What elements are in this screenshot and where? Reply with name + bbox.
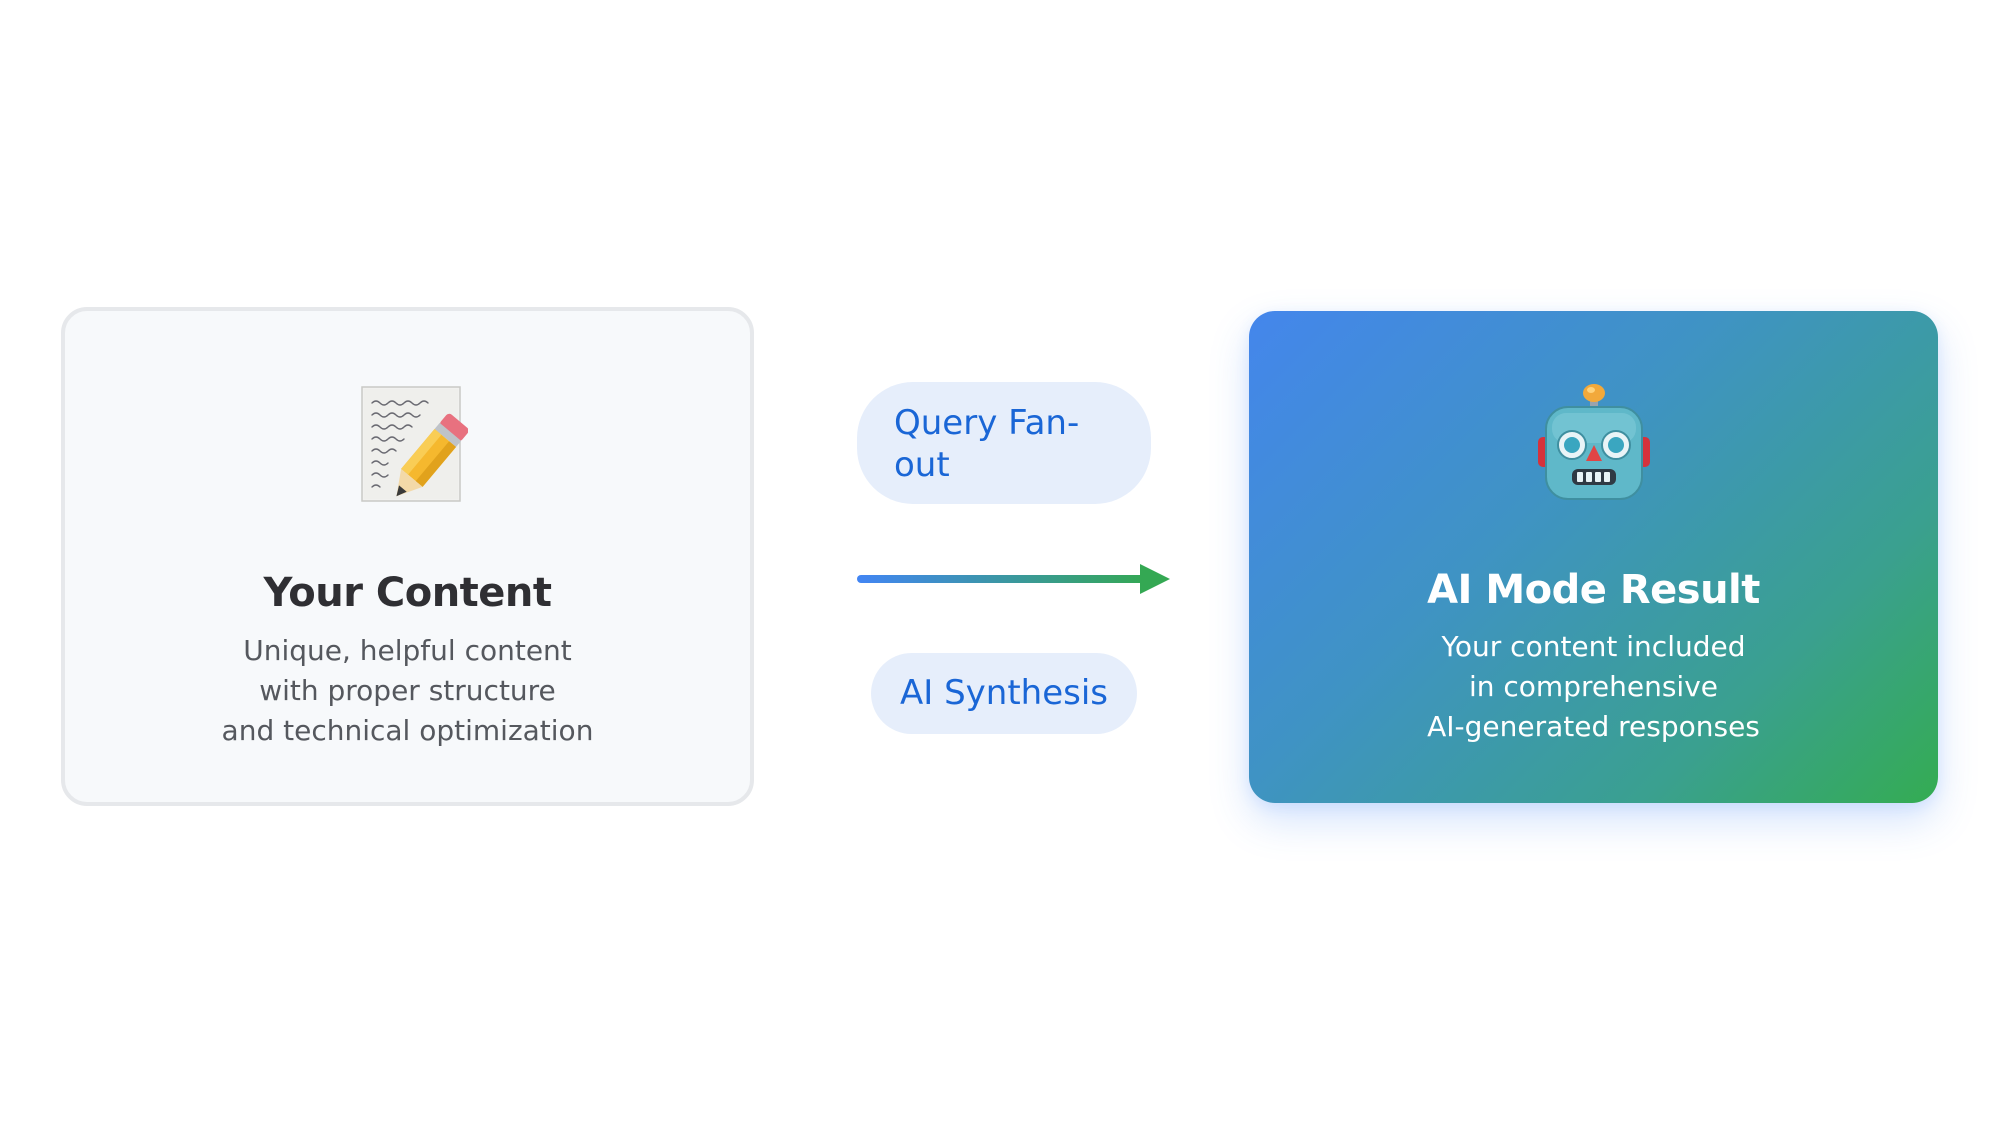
card-title: Your Content: [263, 570, 552, 616]
pill-label-line: out: [894, 445, 950, 485]
card-description: Unique, helpful content with proper stru…: [65, 631, 750, 751]
description-line: and technical optimization: [221, 714, 594, 747]
description-line: in comprehensive: [1468, 670, 1718, 703]
description-line: with proper structure: [259, 674, 556, 707]
card-description: Your content included in comprehensive A…: [1249, 627, 1938, 747]
card-title: AI Mode Result: [1427, 567, 1760, 613]
description-line: Unique, helpful content: [243, 634, 572, 667]
robot-icon: [1534, 381, 1654, 505]
ai-synthesis-pill: AI Synthesis: [871, 653, 1137, 734]
query-fan-out-pill: Query Fan- out: [857, 382, 1151, 504]
pill-label-line: Query Fan-: [894, 403, 1080, 443]
arrow-right-icon: [855, 561, 1173, 597]
description-line: Your content included: [1441, 630, 1746, 663]
description-line: AI-generated responses: [1427, 710, 1760, 743]
memo-pencil-icon: [348, 383, 469, 507]
ai-mode-result-card: AI Mode Result Your content included in …: [1249, 311, 1938, 803]
your-content-card: Your Content Unique, helpful content wit…: [61, 307, 754, 806]
